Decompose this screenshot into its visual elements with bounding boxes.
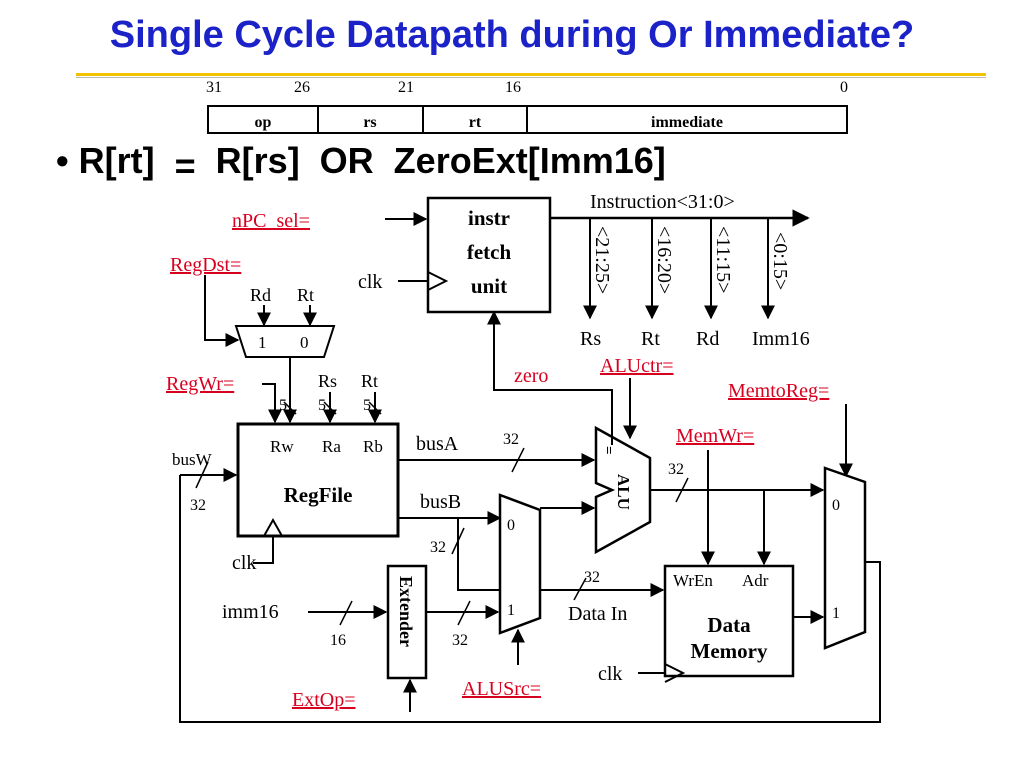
- extop-label: ExtOp=: [292, 689, 356, 711]
- regfile-input-rt: Rt: [361, 371, 378, 391]
- bit-label-0: 0: [840, 79, 848, 96]
- busa-label: busA: [416, 433, 459, 455]
- regfile-clk-label: clk: [232, 552, 256, 574]
- busw-label: busW: [172, 450, 213, 469]
- rw-width: 5: [279, 397, 287, 414]
- instruction-format: 31 26 21 16 0 op rs rt immediate: [206, 79, 848, 134]
- field-bits-imm: <0:15>: [769, 232, 791, 290]
- title-underline: [76, 73, 986, 76]
- memtoreg-label: MemtoReg=: [728, 380, 829, 402]
- field-op: op: [255, 114, 272, 131]
- regwr-label: RegWr=: [166, 373, 234, 395]
- memwr-label: MemWr=: [676, 425, 754, 447]
- equation-equals: =: [174, 145, 196, 186]
- imm16-width: 16: [330, 632, 346, 649]
- memtoreg-sel-1: 1: [832, 605, 840, 622]
- page-title: Single Cycle Datapath during Or Immediat…: [109, 14, 915, 56]
- busw-width: 32: [190, 497, 206, 514]
- npc-sel-label: nPC_sel=: [232, 210, 310, 232]
- field-rs: rs: [363, 114, 376, 131]
- ifu-label-line3: unit: [471, 274, 507, 298]
- imm16-label: imm16: [222, 601, 279, 623]
- memtoreg-sel-0: 0: [832, 497, 840, 514]
- field-immediate: immediate: [651, 114, 723, 131]
- data-memory-label-line2: Memory: [691, 639, 768, 663]
- field-name-imm16: Imm16: [752, 328, 810, 350]
- instruction-bus-label: Instruction<31:0>: [590, 191, 735, 213]
- alusrc-sel-0: 0: [507, 517, 515, 534]
- register-file: [236, 422, 400, 538]
- ifu-label-line2: fetch: [467, 240, 512, 264]
- rb-width: 5: [363, 397, 371, 414]
- field-name-rs: Rs: [580, 328, 601, 350]
- port-wren: WrEn: [673, 571, 713, 590]
- regdst-sel-0: 0: [300, 333, 309, 352]
- busa-width: 32: [503, 431, 519, 448]
- instruction-fetch-unit: instr fetch unit: [426, 196, 552, 314]
- alu-label: ALU: [614, 474, 633, 510]
- alu-eq-sign: =: [600, 446, 616, 455]
- field-bits-rd: <11:15>: [712, 226, 734, 293]
- equation-lhs: R[rt]: [78, 140, 155, 181]
- regfile-input-rs: Rs: [318, 371, 337, 391]
- bit-label-21: 21: [398, 79, 414, 96]
- regdst-input-rd: Rd: [250, 285, 271, 305]
- field-bits-rt: <16:20>: [653, 226, 675, 294]
- ifu-clk-label: clk: [358, 271, 382, 293]
- extender-out-width: 32: [452, 632, 468, 649]
- memtoreg-mux: [823, 466, 867, 650]
- ifu-label-line1: instr: [468, 206, 510, 230]
- operation-equation: • R[rt] = R[rs] OR ZeroExt[Imm16]: [56, 140, 666, 186]
- alu-out-width: 32: [668, 461, 684, 478]
- ra-width: 5: [318, 397, 326, 414]
- field-bits-rs: <21:25>: [591, 226, 613, 294]
- regdst-input-rt: Rt: [297, 285, 314, 305]
- extender-label: Extender: [396, 576, 416, 647]
- bit-label-16: 16: [505, 79, 521, 96]
- regdst-mux: [234, 325, 336, 358]
- zero-label: zero: [514, 365, 548, 387]
- bit-label-31: 31: [206, 79, 222, 96]
- regdst-sel-1: 1: [258, 333, 267, 352]
- port-rw: Rw: [270, 437, 294, 456]
- busb-width: 32: [430, 539, 446, 556]
- bit-label-26: 26: [294, 79, 310, 96]
- port-ra: Ra: [322, 437, 341, 456]
- bullet-dot: •: [56, 140, 69, 181]
- field-name-rt: Rt: [641, 328, 660, 350]
- aluctr-label: ALUctr=: [600, 355, 673, 377]
- field-name-rd: Rd: [696, 328, 719, 350]
- data-in-label: Data In: [568, 603, 627, 625]
- data-memory: [663, 564, 795, 678]
- busb-label: busB: [420, 491, 461, 513]
- alusrc-mux: [498, 493, 542, 635]
- alusrc-label: ALUSrc=: [462, 678, 541, 700]
- alusrc-sel-1: 1: [507, 602, 515, 619]
- extender: [386, 564, 428, 680]
- data-in-width: 32: [584, 569, 600, 586]
- equation-rhs: R[rs] OR ZeroExt[Imm16]: [215, 140, 666, 181]
- alu: [594, 425, 652, 555]
- regdst-label: RegDst=: [170, 254, 241, 276]
- field-rt: rt: [469, 114, 482, 131]
- memory-clk-label: clk: [598, 663, 622, 685]
- port-rb: Rb: [363, 437, 383, 456]
- data-memory-label-line1: Data: [707, 613, 751, 637]
- regfile-label: RegFile: [284, 483, 353, 507]
- title-underline-shadow: [76, 77, 986, 78]
- port-adr: Adr: [742, 571, 769, 590]
